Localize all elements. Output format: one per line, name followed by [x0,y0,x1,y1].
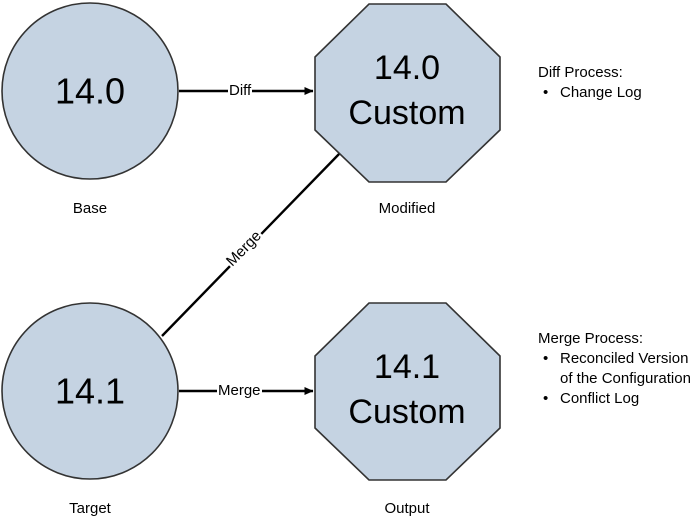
panel-merge-process-list: • Reconciled Version of the Configuratio… [538,349,695,409]
node-modified-shape[interactable] [314,3,501,183]
node-output-value-line1: 14.1 [374,348,440,386]
edge-label-merge-bottom: Merge [217,382,262,399]
list-item-label: Change Log [560,84,642,101]
list-item-label: Reconciled Version of the Configuration [560,350,691,387]
node-modified-caption: Modified [378,200,436,217]
panel-diff-process-list: • Change Log [538,83,642,103]
node-base-value: 14.0 [55,71,125,112]
panel-merge-process-title: Merge Process: [538,330,644,347]
edge-label-diff: Diff [228,82,253,99]
list-item: • Reconciled Version of the Configuratio… [543,349,695,389]
node-modified-value-line2: Custom [348,94,465,132]
node-base-shape[interactable] [1,2,179,180]
node-target-value: 14.1 [55,371,125,412]
node-output-value-line2: Custom [348,393,465,431]
bullet-icon: • [543,84,549,101]
node-output-shape[interactable] [314,302,501,481]
list-item: • Change Log [543,83,642,103]
list-item: • Conflict Log [543,389,695,409]
node-base-caption: Base [72,200,108,217]
node-modified-value-line1: 14.0 [374,49,440,87]
bullet-icon: • [543,390,549,407]
node-target-caption: Target [69,500,111,517]
panel-diff-process: Diff Process: • Change Log [538,63,642,103]
panel-diff-process-title: Diff Process: [538,64,623,81]
list-item-label: Conflict Log [560,390,640,407]
panel-merge-process: Merge Process: • Reconciled Version of t… [538,329,695,409]
bullet-icon: • [543,350,549,367]
node-target-shape[interactable] [1,302,179,480]
node-output-caption: Output [384,500,430,517]
